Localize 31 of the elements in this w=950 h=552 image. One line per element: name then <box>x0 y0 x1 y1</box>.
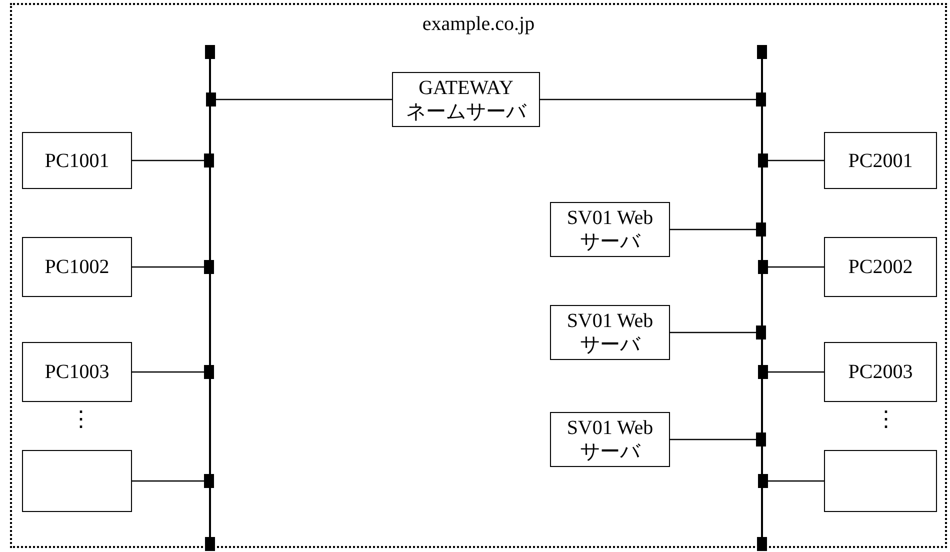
network-cable <box>758 154 824 168</box>
network-cable <box>670 222 766 236</box>
network-bus-line <box>761 59 763 537</box>
network-cable <box>132 154 214 168</box>
host-box <box>824 450 937 512</box>
host-box: GATEWAY ネームサーバ <box>392 72 540 127</box>
ellipsis-mark: ⋮ <box>70 408 92 430</box>
network-cable <box>758 260 824 274</box>
host-box: PC2001 <box>824 132 937 189</box>
domain-boundary <box>10 3 947 548</box>
network-bus-line <box>209 59 211 537</box>
network-cable <box>132 365 214 379</box>
host-box: PC2002 <box>824 237 937 297</box>
network-cable <box>132 474 214 488</box>
network-cable <box>540 92 766 106</box>
domain-label: example.co.jp <box>422 13 535 35</box>
host-box: PC1002 <box>22 237 132 297</box>
host-box: SV01 Web サーバ <box>550 202 670 257</box>
network-cable <box>758 365 824 379</box>
host-box: SV01 Web サーバ <box>550 305 670 360</box>
host-box: PC1001 <box>22 132 132 189</box>
network-cable <box>206 92 392 106</box>
network-cable <box>670 432 766 446</box>
host-box <box>22 450 132 512</box>
host-box: PC1003 <box>22 342 132 402</box>
host-box: PC2003 <box>824 342 937 402</box>
network-cable <box>132 260 214 274</box>
network-cable <box>670 326 766 340</box>
host-box: SV01 Web サーバ <box>550 412 670 467</box>
ellipsis-mark: ⋮ <box>875 408 897 430</box>
network-cable <box>758 474 824 488</box>
